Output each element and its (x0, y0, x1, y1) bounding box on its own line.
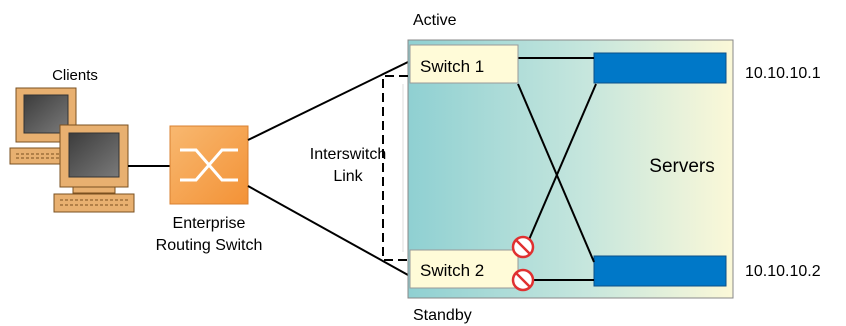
interswitch-label-line2: Link (333, 168, 363, 185)
switch2-box (409, 249, 519, 289)
enterprise-label-line2: Routing Switch (156, 237, 263, 254)
enterprise-label-line1: Enterprise (173, 215, 246, 232)
routing-switch-icon (169, 125, 249, 205)
clients-label: Clients (52, 67, 98, 84)
switch1-label: Switch 1 (420, 57, 484, 76)
uplink-switch1 (247, 61, 409, 141)
standby-label: Standby (413, 307, 472, 324)
server-bar-1 (593, 52, 727, 84)
client-computer-front-icon (53, 124, 135, 213)
ip-label-2: 10.10.10.2 (745, 263, 821, 280)
link-s2-server1 (521, 83, 597, 257)
interswitch-label-line1: Interswitch (310, 146, 386, 163)
blocked-port-lower-icon (511, 268, 535, 292)
switch2-label: Switch 2 (420, 261, 484, 280)
uplink-switch2 (247, 185, 409, 276)
interswitch-link (382, 75, 408, 261)
blocked-port-upper-icon (511, 235, 535, 259)
ip-label-1: 10.10.10.1 (745, 65, 821, 82)
active-label: Active (413, 12, 457, 29)
servers-label: Servers (649, 156, 714, 177)
link-s1-server2 (517, 83, 595, 263)
server-bar-2 (593, 255, 727, 287)
switch1-box (409, 44, 519, 84)
